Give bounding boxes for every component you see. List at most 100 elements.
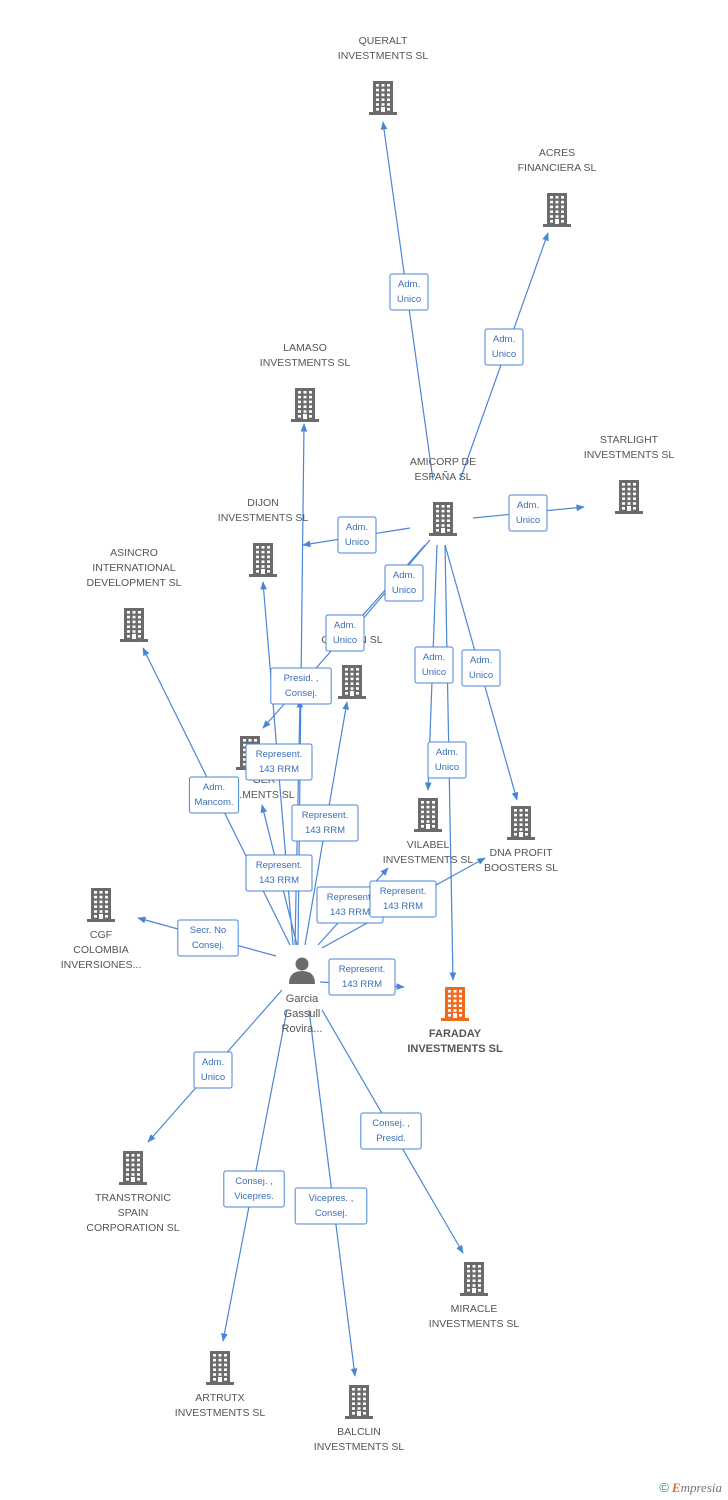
company-name-line: INVESTMENTS SL (218, 512, 309, 524)
company-node-balclin[interactable]: BALCLIN INVESTMENTS SL (314, 1385, 405, 1453)
edge-label-text: Secr. No (190, 925, 226, 936)
edge-label-text: Represent. (339, 964, 385, 975)
person-name-line: Rovira... (282, 1023, 323, 1035)
building-icon (615, 480, 643, 514)
edge-label-text: Adm. (202, 1057, 224, 1068)
edge-label-text: Presid. (376, 1133, 406, 1144)
brand-logo: ©Empresia (659, 1480, 722, 1496)
edge-label[interactable]: Represent.143 RRM (245, 743, 313, 781)
edge-label[interactable]: Adm.Unico (414, 646, 454, 684)
edge-label[interactable]: Adm.Unico (461, 649, 501, 687)
edge-label[interactable]: Adm. Mancom. (188, 776, 240, 814)
edge-label-text: Adm. (398, 279, 420, 290)
company-name-line: INVESTMENTS SL (338, 50, 429, 62)
edge-labels-layer: Adm.UnicoAdm.UnicoAdm.UnicoAdm.UnicoAdm.… (177, 273, 548, 1225)
edge-label[interactable]: Adm. Unico (389, 273, 429, 311)
company-name-line: ESPAÑA SL (414, 470, 471, 483)
person-node-garcia[interactable]: GarciaGassullRovira... (282, 957, 323, 1036)
edge-label-text: Unico (435, 762, 459, 773)
edge-label[interactable]: Presid. ,Consej. (270, 667, 332, 705)
edge-label[interactable]: Adm. Unico (484, 328, 524, 366)
edge-label[interactable]: Adm.Unico (325, 614, 365, 652)
edge-label-text: Represent. (302, 810, 348, 821)
building-icon (345, 1385, 373, 1419)
brand-initial: E (671, 1480, 681, 1495)
edge-label-text: Consej. , (235, 1176, 273, 1187)
edge-label[interactable]: Consej. , Vicepres. (223, 1170, 285, 1208)
edge-label-text: Vicepres. , (309, 1193, 354, 1204)
company-name-line: BALCLIN (337, 1426, 381, 1438)
company-node-queralt[interactable]: QUERALT INVESTMENTS SL (338, 35, 429, 115)
edge-label-text: Unico (516, 515, 540, 526)
company-name-line: QUERALT (359, 35, 408, 47)
edge-label[interactable]: Adm. Unico (384, 564, 424, 602)
edge-label-text: Adm. (436, 747, 458, 758)
edge-label[interactable]: Vicepres. ,Consej. (294, 1187, 368, 1225)
edge-label-text: Unico (392, 585, 416, 596)
edge-label[interactable]: Adm. Unico (508, 494, 548, 532)
edge-label-text: Adm. (517, 500, 539, 511)
company-name-line: DNA PROFIT (489, 847, 553, 859)
company-node-vilabel[interactable]: VILABEL INVESTMENTS SL (383, 798, 474, 866)
company-name-line: COLOMBIA (73, 944, 128, 956)
company-name-line: INVESTMENTS SL (407, 1043, 503, 1055)
person-icon (289, 957, 315, 984)
edge-label[interactable]: Represent.143 RRM (291, 804, 359, 842)
company-name-line: INVESTMENTS SL (314, 1441, 405, 1453)
edge-label-text: Adm. (393, 570, 415, 581)
company-name-line: INVESTMENTS SL (584, 449, 675, 461)
company-name-line: MIRACLE (451, 1303, 498, 1315)
company-node-miracle[interactable]: MIRACLE INVESTMENTS SL (429, 1262, 520, 1330)
company-name-line: LAMASO (283, 342, 327, 354)
edge-label[interactable]: Represent.143 RRM (369, 880, 437, 918)
company-name-line: ...MENTS SL (233, 789, 294, 801)
building-icon (441, 987, 469, 1021)
copyright-mark: © (659, 1480, 669, 1495)
edge-label-text: Represent. (380, 886, 426, 897)
building-icon (460, 1262, 488, 1296)
company-name-line: CGF (90, 929, 112, 941)
edge-label-text: Adm. (346, 522, 368, 533)
edge-label-text: Unico (492, 349, 516, 360)
brand-name: mpresia (680, 1480, 722, 1495)
edge-label-text: Represent. (256, 860, 302, 871)
edge-label[interactable]: Represent. 143 RRM (328, 958, 396, 996)
edge-label[interactable]: Adm.Unico (337, 516, 377, 554)
edge-label[interactable]: Represent.143 RRM (245, 854, 313, 892)
company-node-cgf[interactable]: CGFCOLOMBIAINVERSIONES... (61, 888, 142, 971)
company-name-line: VILABEL (407, 839, 450, 851)
company-name-line: INTERNATIONAL (92, 562, 175, 574)
edge-label[interactable]: Secr. No Consej. (177, 919, 239, 957)
building-icon (206, 1351, 234, 1385)
building-icon (369, 81, 397, 115)
company-name-line: CORPORATION SL (86, 1222, 179, 1234)
edge-label-text: Represent. (256, 749, 302, 760)
edge-label-text: Adm. (493, 334, 515, 345)
company-name-line: SPAIN (118, 1207, 149, 1219)
edge-label-text: Adm. (203, 782, 225, 793)
edge-label-text: 143 RRM (342, 979, 382, 990)
building-icon (429, 502, 457, 536)
company-name-line: INVESTMENTS SL (429, 1318, 520, 1330)
edge-label-text: Consej. (192, 940, 224, 951)
company-name-line: INVESTMENTS SL (383, 854, 474, 866)
edge-label-text: Mancom. (194, 797, 233, 808)
edge-label-text: Adm. (470, 655, 492, 666)
edge-label-text: Vicepres. (234, 1191, 273, 1202)
edge-label[interactable]: Adm. Unico (427, 741, 467, 779)
building-icon (507, 806, 535, 840)
edge-label[interactable]: Adm.Unico (193, 1051, 233, 1089)
edge-label-text: Unico (397, 294, 421, 305)
edge-label[interactable]: Consej. ,Presid. (360, 1112, 422, 1150)
